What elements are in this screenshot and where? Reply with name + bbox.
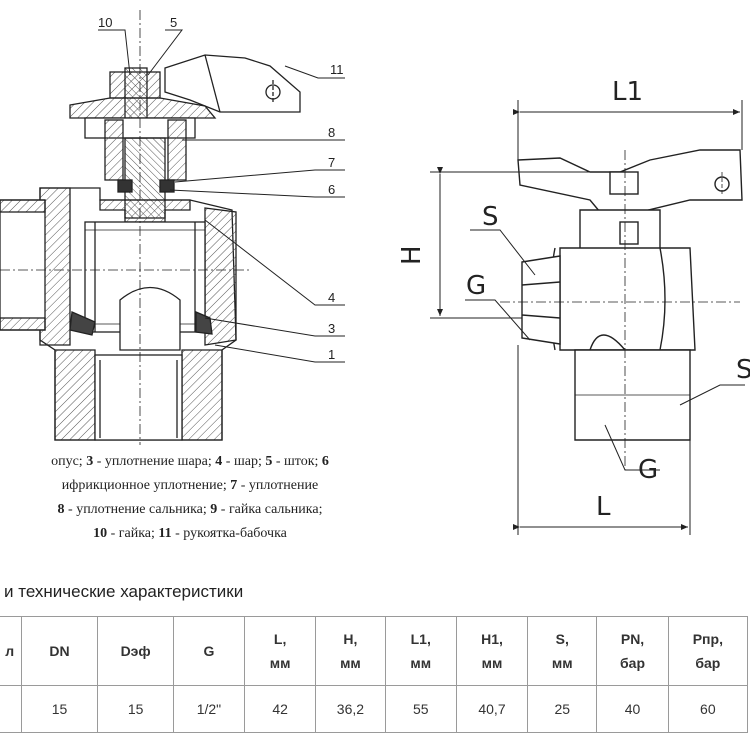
- table-cell: 15: [20, 685, 99, 733]
- header-unit: мм: [340, 655, 361, 671]
- legend-segment: - уплотнение сальника;: [64, 502, 211, 517]
- table-header-cell: PN, бар: [596, 616, 669, 686]
- leader-lines-left: [98, 29, 345, 363]
- table-header-cell: L1, мм: [384, 616, 457, 686]
- legend-segment: 7: [230, 478, 238, 493]
- header-label: Pпр,: [692, 631, 723, 647]
- legend-line-4: 10 - гайка; 11 - рукоятка-бабочка: [0, 522, 380, 546]
- callout-8: 8: [328, 125, 335, 140]
- legend-segment: ифрикционное уплотнение;: [61, 478, 231, 493]
- table-header-row: л DN Dэф G L, мм H, мм L1, мм H1, мм S, мм PN, бар Pпр, б…: [0, 616, 749, 686]
- header-unit: мм: [551, 655, 573, 671]
- legend-segment: - рукоятка-бабочка: [171, 526, 287, 541]
- table-header-cell: Pпр, бар: [667, 616, 749, 686]
- table-cell: 42: [244, 685, 317, 733]
- table-header-cell: G: [172, 616, 246, 686]
- table-cell: 25: [527, 685, 598, 733]
- header-label: DN: [49, 643, 70, 659]
- header-label: L1,: [410, 631, 431, 647]
- legend-segment: - гайка сальника;: [217, 502, 323, 517]
- callout-1: 1: [328, 347, 335, 362]
- dim-L: L: [596, 492, 611, 522]
- legend-line-1: опус; 3 - уплотнение шара; 4 - шар; 5 - …: [0, 450, 380, 474]
- sectional-view: [0, 10, 301, 445]
- table-cell: 55: [384, 685, 457, 733]
- callout-11: 11: [330, 62, 344, 77]
- callout-5: 5: [170, 15, 177, 30]
- header-unit: бар: [620, 655, 646, 671]
- header-label: л: [5, 643, 15, 659]
- table-header-cell: л: [0, 616, 22, 686]
- dim-G-left: G: [466, 271, 486, 301]
- header-label: Dэф: [120, 643, 151, 659]
- table-header-cell: Dэф: [97, 616, 174, 686]
- header-label: L,: [273, 631, 287, 647]
- legend-segment: 6: [321, 454, 329, 469]
- callout-7: 7: [328, 155, 335, 170]
- table-header-cell: DN: [20, 616, 99, 686]
- table-cell: 40: [596, 685, 669, 733]
- header-unit: бар: [695, 655, 721, 671]
- header-label: H,: [343, 631, 358, 647]
- exterior-view: [500, 149, 743, 470]
- legend-line-3: 8 - уплотнение сальника; 9 - гайка сальн…: [0, 498, 380, 522]
- header-label: H1,: [481, 631, 503, 647]
- legend-line-2: ифрикционное уплотнение; 7 - уплотнение: [0, 474, 380, 498]
- callout-10: 10: [98, 15, 112, 30]
- table-cell: 60: [667, 685, 749, 733]
- table-cell: [0, 685, 22, 733]
- table-header-cell: S, мм: [527, 616, 598, 686]
- header-unit: мм: [410, 655, 432, 671]
- table-title: и технические характеристики: [4, 582, 244, 601]
- callout-3: 3: [328, 321, 335, 336]
- table-cell: 1/2": [172, 685, 246, 733]
- legend-segment: опус;: [51, 454, 87, 469]
- dim-S-right: S: [736, 355, 750, 385]
- header-label: PN,: [620, 631, 645, 647]
- table-header-cell: L, мм: [244, 616, 317, 686]
- dim-G-bottom: G: [638, 455, 658, 485]
- header-unit: мм: [269, 655, 291, 671]
- parts-legend: опус; 3 - уплотнение шара; 4 - шар; 5 - …: [0, 450, 380, 546]
- table-cell: 15: [97, 685, 174, 733]
- legend-segment: 11: [158, 526, 172, 541]
- legend-segment: 4: [215, 454, 223, 469]
- valve-drawing: 10 5 11 8 7 6 4 3 1: [0, 10, 750, 535]
- legend-segment: - шток;: [272, 454, 322, 469]
- legend-segment: 5: [265, 454, 273, 469]
- callout-6: 6: [328, 182, 335, 197]
- table-header-cell: H, мм: [315, 616, 386, 686]
- dim-S-top: S: [482, 202, 499, 232]
- header-label: G: [203, 643, 215, 659]
- legend-segment: 10: [93, 526, 108, 541]
- callout-4: 4: [328, 290, 335, 305]
- legend-segment: - шар;: [222, 454, 266, 469]
- header-label: S,: [555, 631, 569, 647]
- specs-table: л DN Dэф G L, мм H, мм L1, мм H1, мм S, мм PN, бар Pпр, б…: [0, 616, 749, 733]
- legend-segment: 8: [57, 502, 65, 517]
- header-unit: мм: [481, 655, 503, 671]
- table-cell: 40,7: [455, 685, 529, 733]
- legend-segment: 3: [86, 454, 94, 469]
- dimension-lines: [430, 100, 745, 535]
- dim-H: H: [397, 245, 427, 265]
- legend-segment: - уплотнение шара;: [93, 454, 216, 469]
- table-header-cell: H1, мм: [455, 616, 529, 686]
- legend-segment: - уплотнение: [237, 478, 319, 493]
- table-cell: 36,2: [315, 685, 386, 733]
- legend-segment: 9: [210, 502, 218, 517]
- dim-L1: L1: [612, 77, 643, 107]
- legend-segment: - гайка;: [107, 526, 159, 541]
